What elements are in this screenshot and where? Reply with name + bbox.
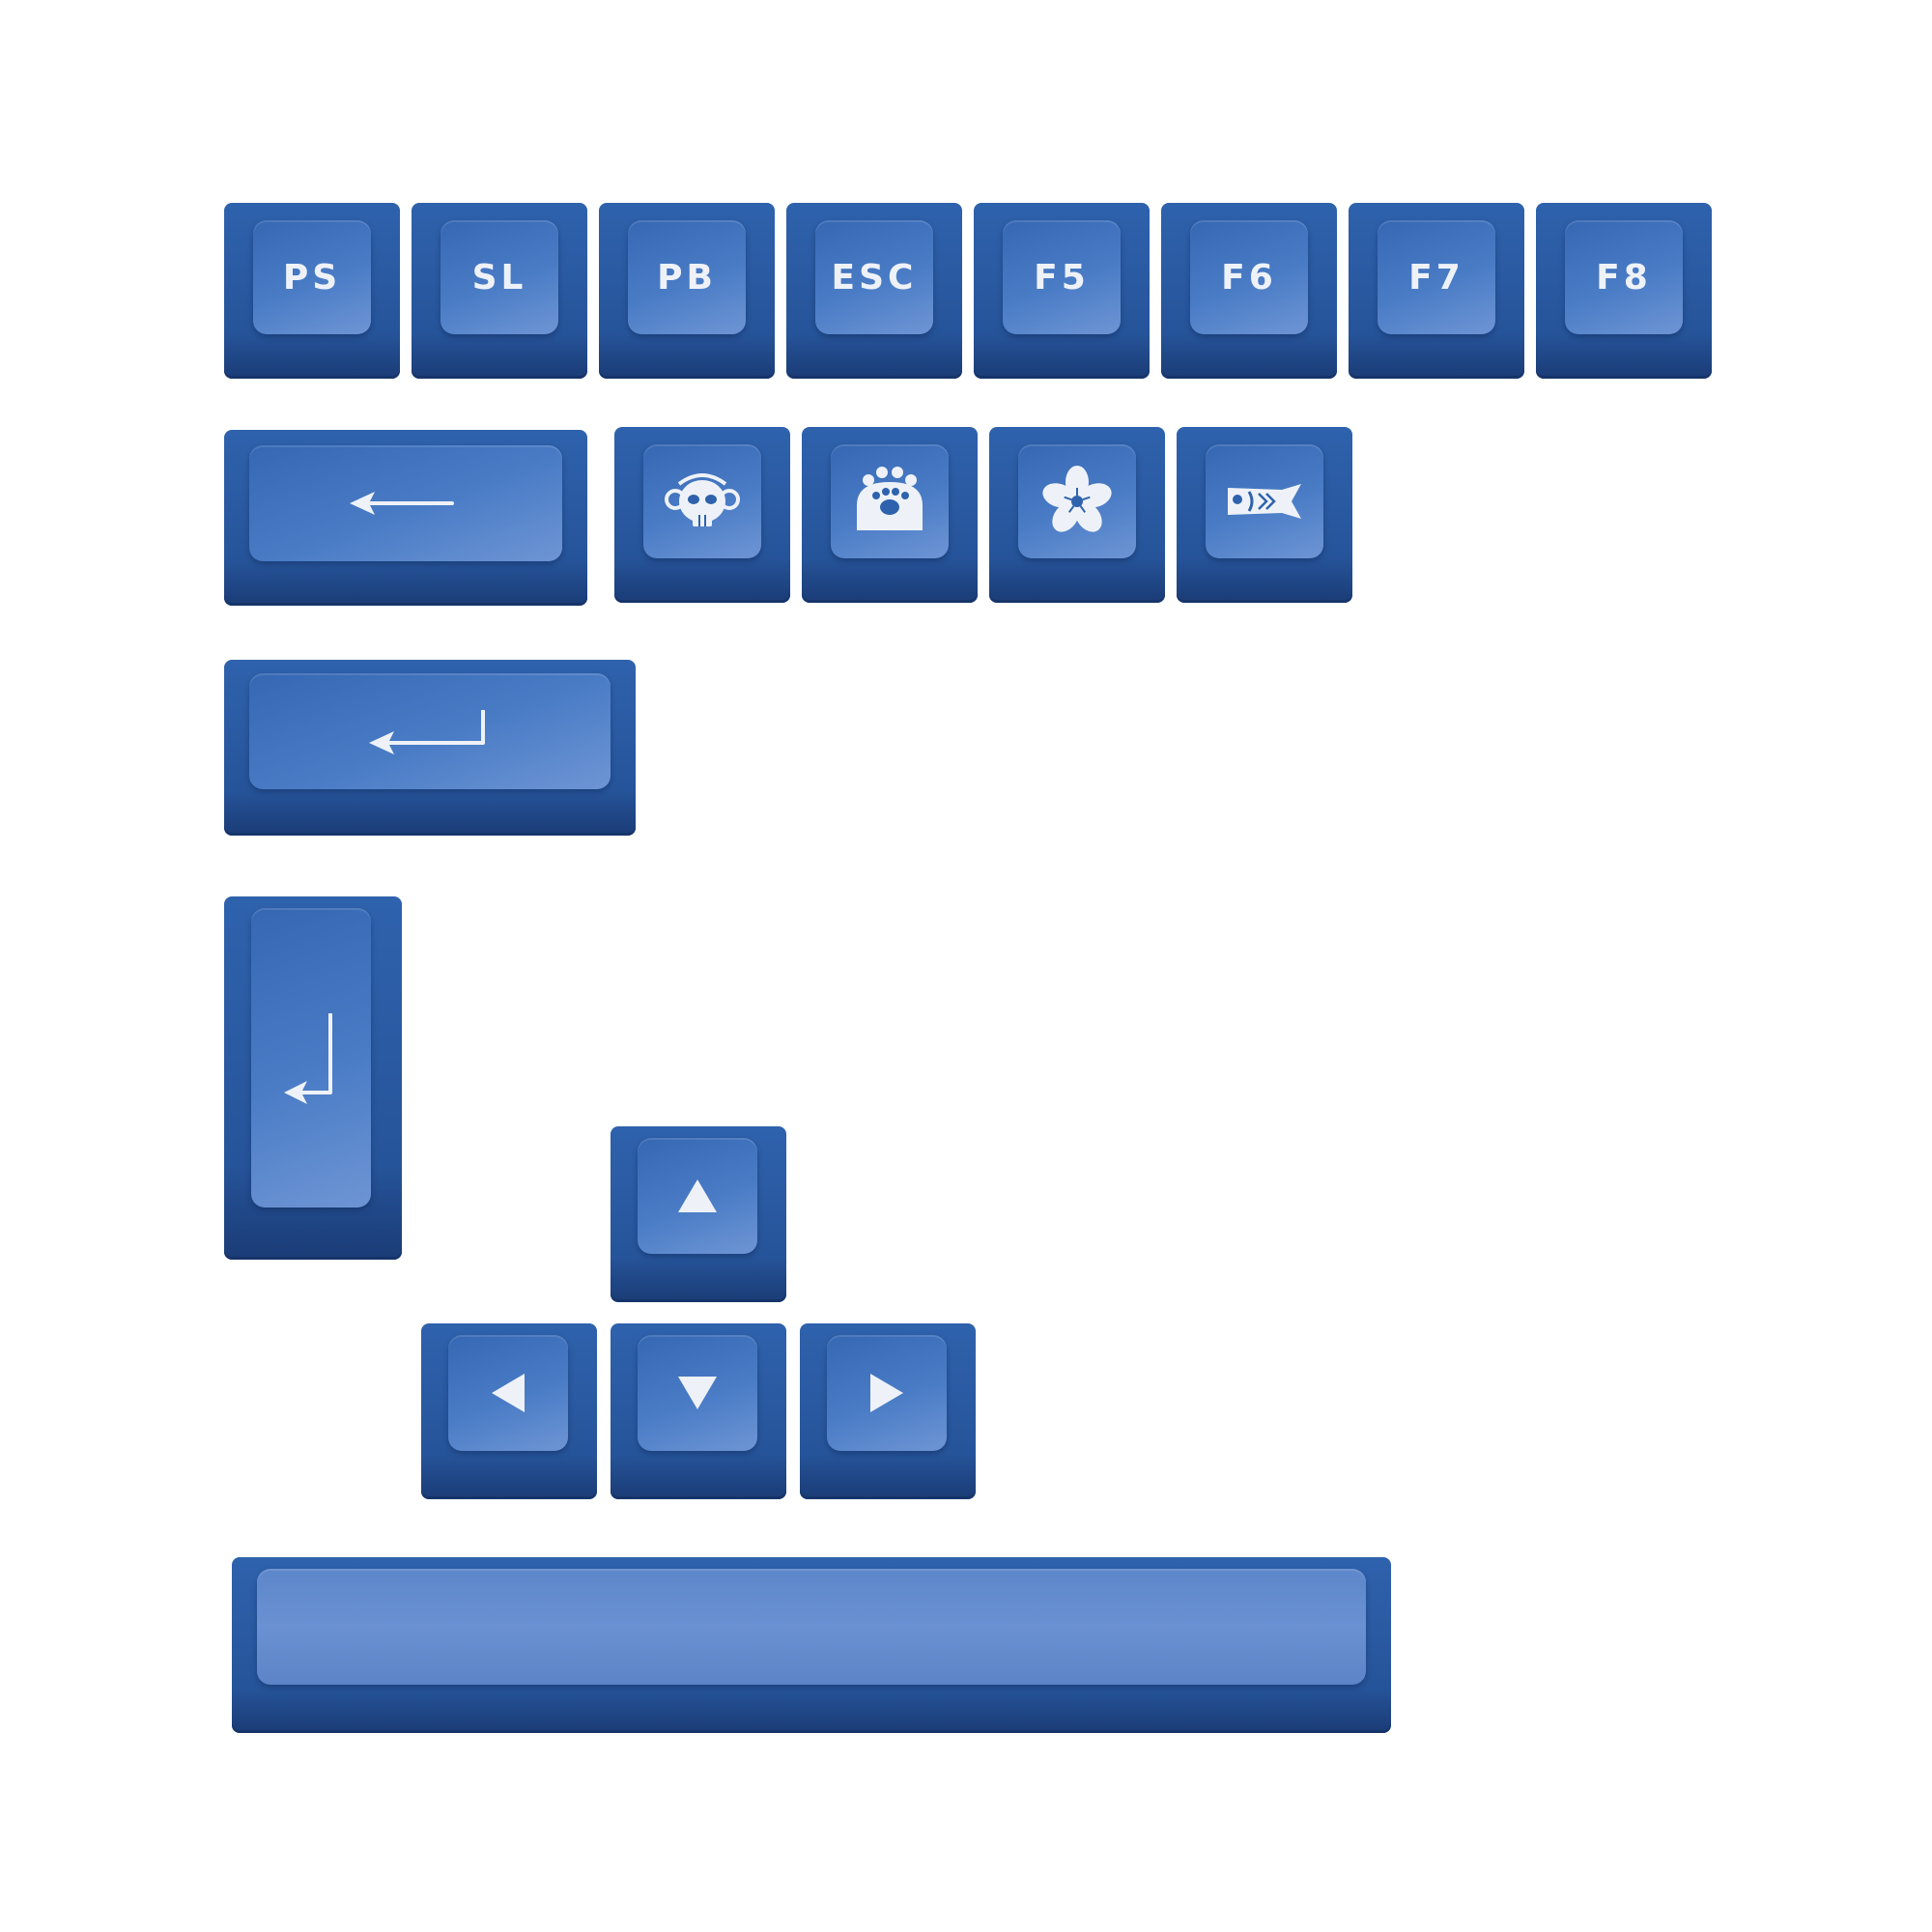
- spacebar-top: [257, 1569, 1366, 1685]
- keycap-legend: F8: [1596, 257, 1652, 298]
- keycap-f7[interactable]: F7: [1349, 203, 1524, 380]
- arrow-down-icon: [638, 1335, 757, 1451]
- paw-icon: [831, 444, 949, 558]
- keycap-skull[interactable]: [614, 427, 790, 604]
- keycap-arrow-left[interactable]: [421, 1323, 597, 1500]
- keycap-legend: ESC: [831, 257, 918, 298]
- keycap-spacebar[interactable]: [232, 1557, 1391, 1734]
- koinobori-fish-icon: [1206, 444, 1323, 558]
- skull-headphones-icon: [643, 444, 761, 558]
- keycap-pb[interactable]: PB: [599, 203, 775, 380]
- keycap-paw[interactable]: [802, 427, 978, 604]
- keycap-legend: F5: [1034, 257, 1090, 298]
- keycap-esc[interactable]: ESC: [786, 203, 962, 380]
- keycap-f8[interactable]: F8: [1536, 203, 1712, 380]
- keycap-ps[interactable]: PS: [224, 203, 400, 380]
- backspace-arrow-icon: [249, 445, 562, 561]
- arrow-right-icon: [827, 1335, 947, 1451]
- iso-enter-arrow-icon: [251, 908, 371, 1208]
- keycap-enter[interactable]: [224, 660, 636, 837]
- keycap-iso-enter[interactable]: [224, 896, 402, 1260]
- keycap-legend: F7: [1408, 257, 1464, 298]
- keycap-f6[interactable]: F6: [1161, 203, 1337, 380]
- arrow-up-icon: [638, 1138, 757, 1254]
- enter-arrow-icon: [249, 673, 611, 789]
- keycap-backspace[interactable]: [224, 430, 587, 607]
- keycap-arrow-down[interactable]: [611, 1323, 786, 1500]
- sakura-flower-icon: [1018, 444, 1136, 558]
- keycap-legend: PB: [657, 257, 717, 298]
- keycap-f5[interactable]: F5: [974, 203, 1150, 380]
- keycap-koinobori[interactable]: [1177, 427, 1352, 604]
- keycap-arrow-right[interactable]: [800, 1323, 976, 1500]
- keycap-sl[interactable]: SL: [412, 203, 587, 380]
- arrow-left-icon: [448, 1335, 568, 1451]
- keycap-sakura[interactable]: [989, 427, 1165, 604]
- keycap-legend: F6: [1221, 257, 1277, 298]
- keycap-arrow-up[interactable]: [611, 1126, 786, 1303]
- keycap-legend: PS: [282, 257, 342, 298]
- keycap-legend: SL: [471, 257, 527, 298]
